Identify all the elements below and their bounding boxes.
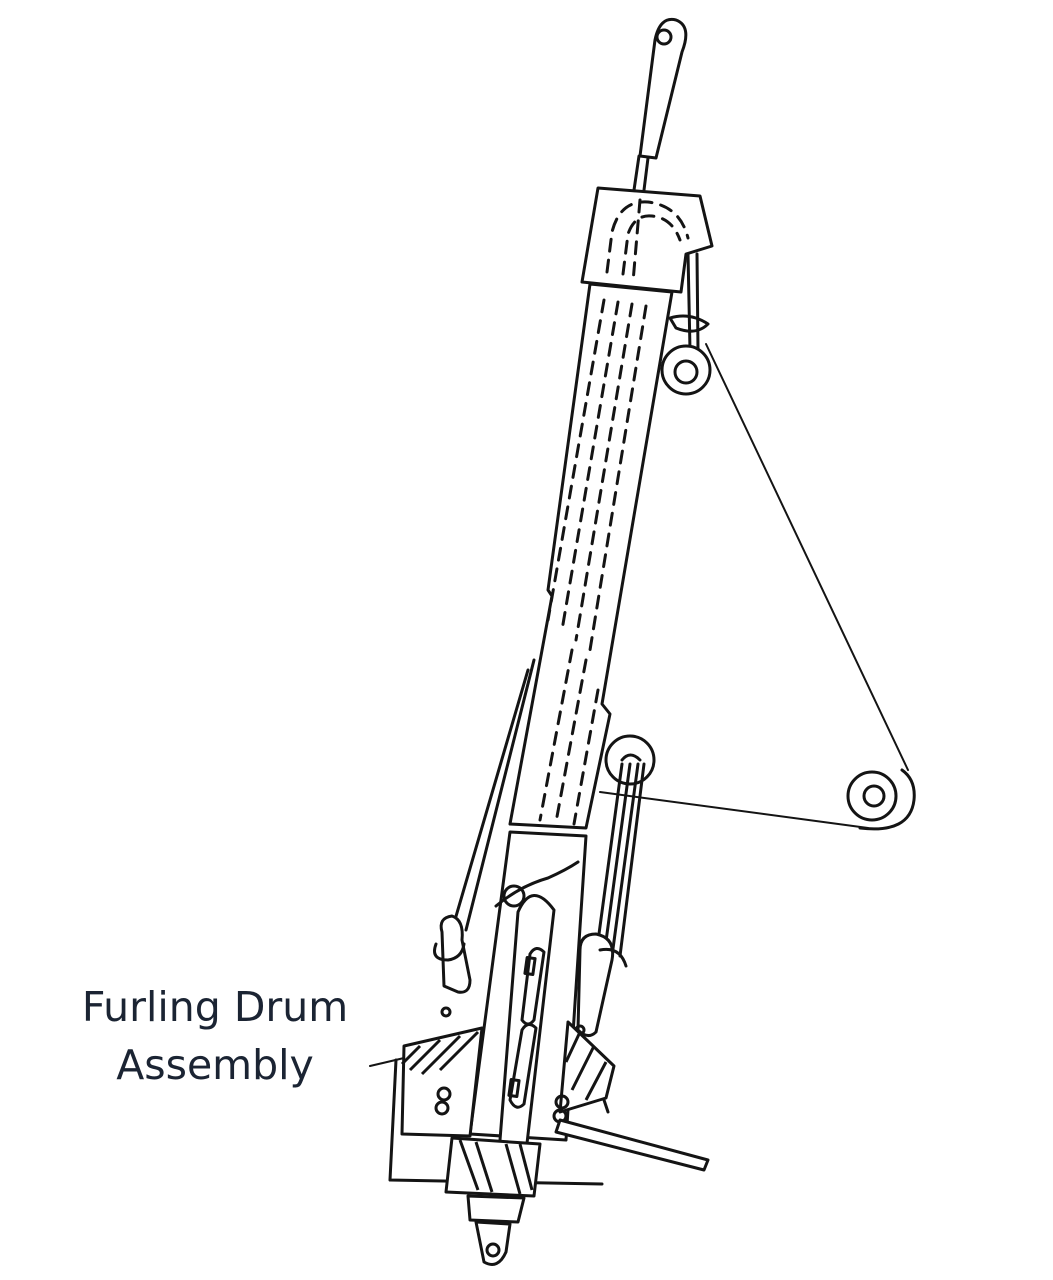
label-line-1: Furling Drum [81, 983, 349, 1031]
drum-handle [554, 1118, 710, 1172]
triangle-plate [599, 343, 916, 831]
foil-dashes [538, 298, 648, 826]
top-swivel-eye [632, 17, 688, 192]
furling-line-guides [433, 658, 628, 1037]
drum-base-hatching [458, 1139, 534, 1195]
tack-eye [466, 1194, 526, 1266]
top-fitting [580, 186, 714, 294]
luff-foil [508, 282, 674, 830]
head-pulley [660, 252, 712, 396]
furling-drum-label: Furling Drum Assembly [60, 978, 370, 1094]
label-line-2: Assembly [116, 1041, 314, 1089]
drum-hatching [400, 1030, 608, 1101]
tack-pulley [594, 734, 656, 958]
label-leader-line [369, 1057, 405, 1067]
furling-drum [388, 1020, 616, 1198]
